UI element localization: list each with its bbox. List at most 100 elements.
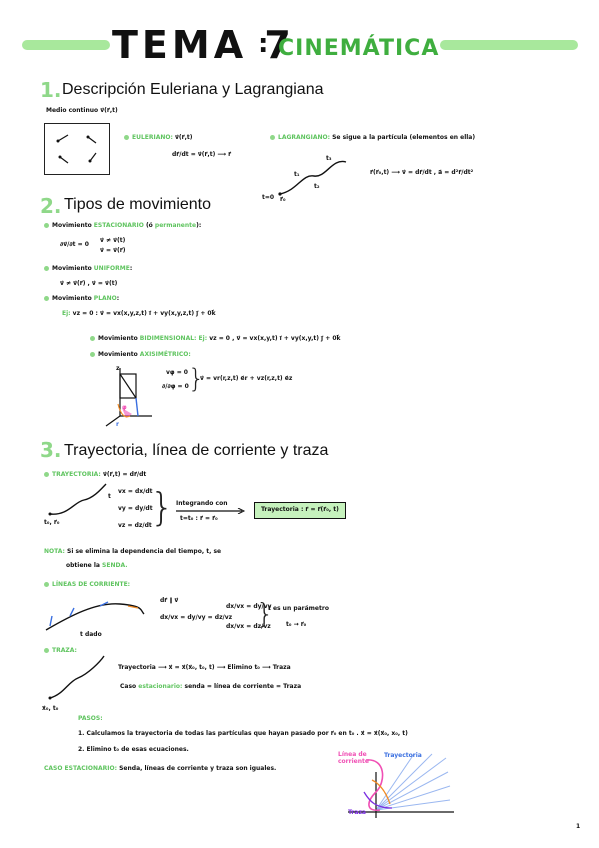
axi-eq-right: v⃗ = vr(r,z,t) e⃗r + vz(r,z,t) e⃗z xyxy=(200,375,293,382)
bullet-icon xyxy=(44,266,49,271)
nota-text: Si se elimina la dependencia del tiempo,… xyxy=(67,548,222,555)
t-dado-label: t dado xyxy=(80,631,102,638)
uniforme-equation: v⃗ ≠ v⃗(r⃗) , v⃗ = v⃗(t) xyxy=(60,280,118,287)
paso-1: 1. Calculamos la trayectoria de todas la… xyxy=(78,730,408,737)
lineas-corriente-row: LÍNEAS DE CORRIENTE: xyxy=(44,581,130,589)
t2-label: t₂ xyxy=(314,183,320,190)
bullet-icon xyxy=(44,472,49,477)
streamline-eq-b: dx/vx = dz/vz xyxy=(226,623,271,630)
pasos-label: PASOS: xyxy=(78,715,103,722)
streamline-equation: dx/vx = dy/vy = dz/vz xyxy=(160,614,233,621)
traza-equation: Trayectoria ⟶ x⃗ = x⃗(x⃗₀, t₀, t) ⟶ Elim… xyxy=(118,664,291,671)
uniforme-row: Movimiento UNIFORME: xyxy=(44,265,132,273)
estacionario-eq-left: ∂v⃗/∂t = 0 xyxy=(60,241,89,248)
page-number: 1 xyxy=(576,823,581,830)
plano-prefix: Movimiento xyxy=(52,295,92,302)
t0-label: t=0 xyxy=(262,194,275,201)
nota-label: NOTA: xyxy=(44,548,65,555)
uniforme-keyword: UNIFORME xyxy=(93,265,130,272)
bullet-icon xyxy=(90,336,95,341)
section-3-number: 3. xyxy=(40,438,62,462)
trayectoria-row: TRAYECTORIA: v⃗(r⃗,t) = dr⃗/dt xyxy=(44,471,147,479)
t3-label: t₃ xyxy=(326,155,332,162)
lagrangiano-equation: r⃗(r⃗₀,t) ⟶ v⃗ = dr⃗/dt , a⃗ = d²r⃗/dt² xyxy=(370,169,474,176)
streamline-brace: } xyxy=(256,597,274,630)
section-2-number: 2. xyxy=(40,194,62,218)
caso-prefix: Caso xyxy=(120,683,137,690)
trayectoria-equation: v⃗(r⃗,t) = dr⃗/dt xyxy=(102,471,147,478)
bullet-icon xyxy=(270,135,275,140)
bullet-icon xyxy=(90,352,95,357)
axi-phi-label: φ xyxy=(122,404,127,411)
trajectory-curve xyxy=(48,483,107,516)
header-bar-left xyxy=(22,40,110,50)
bullet-icon xyxy=(44,582,49,587)
caso-estacionario-label: CASO ESTACIONARIO: xyxy=(44,765,118,772)
streak-figure xyxy=(348,753,454,818)
plano-ej: Ej: xyxy=(62,310,71,317)
title-colon: : xyxy=(258,29,269,59)
arrow-icon xyxy=(176,508,246,514)
medio-continuo: Medio continuo v⃗(r⃗,t) xyxy=(46,107,118,114)
paso-2: 2. Elimino t₀ de esas ecuaciones. xyxy=(78,746,189,753)
vx-equation: vx = dx/dt xyxy=(118,488,153,495)
initial-condition: t=t₀ : r⃗ = r⃗₀ xyxy=(180,515,218,522)
estacionario-prefix: Movimiento xyxy=(52,222,92,229)
lagrangiano-row: LAGRANGIANO: Se sigue a la partícula (el… xyxy=(270,134,476,142)
continuum-arrows xyxy=(56,134,97,164)
streamline-curve xyxy=(45,601,145,631)
euleriano-equation: dr⃗/dt = v⃗(r⃗,t) ⟶ r⃗ xyxy=(172,151,232,158)
estacionario-eq-r2: v⃗ = v⃗(r⃗) xyxy=(100,247,126,254)
page-title: TEMA 7 xyxy=(112,23,295,67)
axi-eq-2: ∂/∂φ = 0 xyxy=(162,383,189,390)
nota-row-2: obtiene la SENDA. xyxy=(66,562,128,570)
caso-estacionario-text: Senda, líneas de corriente y traza son i… xyxy=(119,765,277,772)
euleriano-label: EULERIANO: xyxy=(132,134,173,141)
bidi-equation: vz = 0 , v⃗ = vx(x,y,t) i⃗ + vy(x,y,t) j… xyxy=(209,335,341,342)
continuum-box xyxy=(44,123,110,175)
x0t0-label: x⃗₀, t₀ xyxy=(42,705,59,712)
axisimetrico-row: Movimiento AXISIMÉTRICO: xyxy=(90,351,191,359)
bidimensional-row: Movimiento BIDIMENSIONAL: Ej: vz = 0 , v… xyxy=(90,335,341,343)
lagrangian-path xyxy=(278,160,347,196)
t1-label: t₁ xyxy=(294,171,300,178)
axisymmetric-figure xyxy=(105,368,152,427)
bullet-icon xyxy=(44,648,49,653)
caso-row: Caso estacionario: senda = línea de corr… xyxy=(120,683,301,691)
trayectoria-result-box: Trayectoria : r⃗ = r⃗(r⃗₀, t) xyxy=(254,502,346,519)
streamline-eq-a: dx/vx = dy/vy xyxy=(226,603,272,610)
integrando-text: Integrando con xyxy=(176,500,228,507)
dr-parallel: dr⃗ ∥ v⃗ xyxy=(160,597,179,604)
bullet-icon xyxy=(44,296,49,301)
traza-curve xyxy=(48,655,105,700)
caso-keyword: estacionario: xyxy=(138,683,183,690)
section-1-title: Descripción Euleriana y Lagrangiana xyxy=(62,81,324,98)
nota-row: NOTA: Si se elimina la dependencia del t… xyxy=(44,548,222,556)
estacionario-row: Movimiento ESTACIONARIO (ó permanente): xyxy=(44,222,201,230)
axi-eq-1: vφ = 0 xyxy=(166,369,188,376)
plano-equation: vz = 0 : v⃗ = vx(x,y,z,t) i⃗ + vy(x,y,z,… xyxy=(72,310,216,317)
senda-keyword: SENDA. xyxy=(102,562,128,569)
section-2-title: Tipos de movimiento xyxy=(64,196,212,213)
permanente-keyword: permanente xyxy=(154,222,197,229)
estacionario-eq-r1: v⃗ ≠ v⃗(t) xyxy=(100,237,126,244)
axi-r-label: r xyxy=(116,421,119,428)
axi-keyword: AXISIMÉTRICO: xyxy=(139,351,191,358)
estacionario-keyword: ESTACIONARIO xyxy=(93,222,144,229)
axi-brace: } xyxy=(188,364,205,394)
plano-equation-row: Ej: vz = 0 : v⃗ = vx(x,y,z,t) i⃗ + vy(x,… xyxy=(62,310,216,318)
section-1-number: 1. xyxy=(40,78,62,102)
bidi-ej: Ej: xyxy=(198,335,208,342)
section-3-title: Trayectoria, línea de corriente y traza xyxy=(64,442,329,459)
header-bar-right xyxy=(440,40,578,50)
traza-label: TRAZA: xyxy=(52,647,77,654)
nota-text-2: obtiene la xyxy=(66,562,100,569)
t0r0-label: t₀, r⃗₀ xyxy=(44,519,60,526)
parametro-text-2: t₀ → r⃗₀ xyxy=(286,621,307,628)
lagrangiano-label: LAGRANGIANO: xyxy=(278,134,330,141)
caso-estacionario-row: CASO ESTACIONARIO: Senda, líneas de corr… xyxy=(44,765,277,773)
axi-z-label: z xyxy=(116,365,120,372)
axi-prefix: Movimiento xyxy=(98,351,138,358)
lagrangiano-text: Se sigue a la partícula (elementos en el… xyxy=(332,134,476,141)
uniforme-prefix: Movimiento xyxy=(52,265,92,272)
